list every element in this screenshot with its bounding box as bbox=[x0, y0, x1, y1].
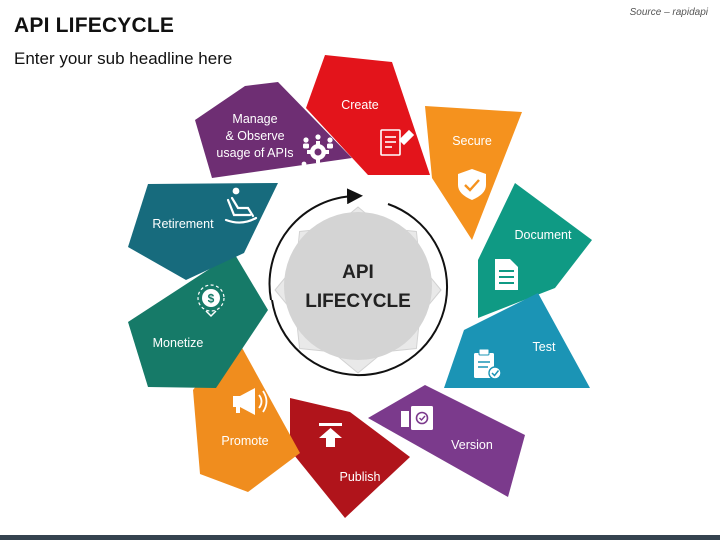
upload-arrow-icon bbox=[319, 423, 342, 447]
stage-retirement-label: Retirement bbox=[152, 217, 214, 231]
stage-manage-label-line1: Manage bbox=[232, 112, 277, 126]
stage-test-label: Test bbox=[533, 340, 556, 354]
dollar-coin-icon: $ bbox=[197, 284, 225, 318]
team-gear-icon bbox=[301, 134, 335, 167]
cycle-arrow-upper bbox=[268, 188, 363, 301]
stage-create-shape[interactable] bbox=[306, 55, 430, 175]
clipboard-check-icon bbox=[474, 348, 502, 380]
stage-secure-label: Secure bbox=[452, 134, 492, 148]
document-icon bbox=[495, 259, 518, 290]
stage-manage-label-line2: & Observe bbox=[225, 129, 284, 143]
stage-test-shape[interactable] bbox=[444, 293, 590, 388]
stage-promote-label: Promote bbox=[221, 434, 268, 448]
center-title-line1: API bbox=[342, 262, 374, 283]
svg-text:$: $ bbox=[208, 292, 215, 306]
stage-publish-shape[interactable] bbox=[290, 398, 410, 518]
stage-retirement-shape[interactable] bbox=[128, 183, 278, 280]
footer-bar bbox=[0, 535, 720, 540]
megaphone-icon bbox=[233, 388, 268, 415]
page-title: API LIFECYCLE bbox=[14, 14, 175, 37]
source-note: Source – rapidapi bbox=[629, 7, 708, 18]
stage-manage-label-line3: usage of APIs bbox=[216, 146, 293, 160]
center-circle bbox=[284, 212, 432, 360]
stage-publish-label: Publish bbox=[340, 470, 381, 484]
edit-document-icon bbox=[380, 129, 415, 156]
cycle-arrow-lower bbox=[271, 203, 449, 377]
shield-check-icon bbox=[458, 169, 486, 200]
stage-version-label: Version bbox=[451, 438, 493, 452]
stage-document-label: Document bbox=[515, 228, 572, 242]
stage-monetize-label: Monetize bbox=[153, 336, 204, 350]
page-subtitle: Enter your sub headline here bbox=[14, 49, 233, 68]
center-title-line2: LIFECYCLE bbox=[305, 291, 411, 312]
stage-monetize-shape[interactable] bbox=[128, 253, 268, 388]
stage-version-shape[interactable] bbox=[368, 385, 525, 497]
rocking-chair-icon bbox=[224, 187, 258, 224]
stage-create-label: Create bbox=[341, 98, 379, 112]
version-stamp-icon bbox=[401, 406, 433, 430]
